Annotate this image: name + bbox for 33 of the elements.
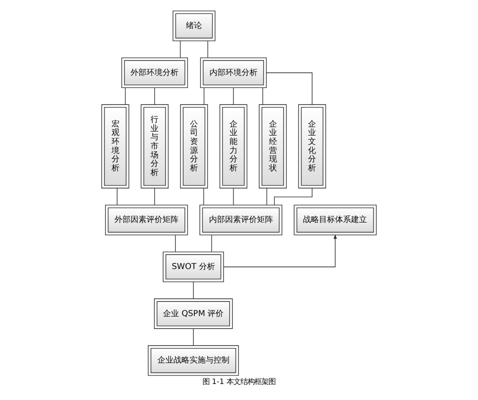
node-box: 内部环境分析 — [200, 57, 267, 88]
connector — [203, 188, 204, 206]
connector — [233, 87, 234, 105]
connector — [193, 328, 194, 346]
connector — [180, 40, 181, 58]
connector — [262, 87, 264, 105]
connector — [274, 188, 312, 206]
node-box: 宏观环境分析 — [101, 104, 130, 188]
connector — [154, 188, 155, 206]
node-box: 公司资源分析 — [180, 104, 208, 188]
connector — [116, 188, 118, 206]
connector — [175, 234, 176, 252]
node-box: 绪论 — [172, 10, 216, 42]
node-box: 战略目标体系建立 — [294, 204, 377, 236]
node-box: 企业文化分析 — [298, 104, 326, 188]
connector — [207, 40, 208, 58]
node-box: 外部环境分析 — [121, 57, 188, 88]
connector — [266, 188, 268, 206]
connector — [154, 87, 155, 105]
node-box: 外部因素评价矩阵 — [105, 204, 188, 236]
node-box: SWOT 分析 — [162, 252, 224, 282]
connector — [233, 188, 234, 206]
arrow — [223, 234, 337, 268]
connector — [193, 282, 194, 299]
node-box: 企业 QSPM 评价 — [154, 298, 233, 329]
node-box: 企业能力分析 — [219, 104, 248, 188]
connector — [266, 72, 312, 105]
connector — [124, 87, 126, 105]
node-box: 行业与市场分析 — [140, 104, 169, 188]
node-box: 企业经营现状 — [258, 104, 287, 188]
node-box: 企业战略实施与控制 — [148, 345, 239, 376]
connector — [211, 234, 212, 252]
node-box: 内部因素评价矩阵 — [199, 204, 282, 236]
